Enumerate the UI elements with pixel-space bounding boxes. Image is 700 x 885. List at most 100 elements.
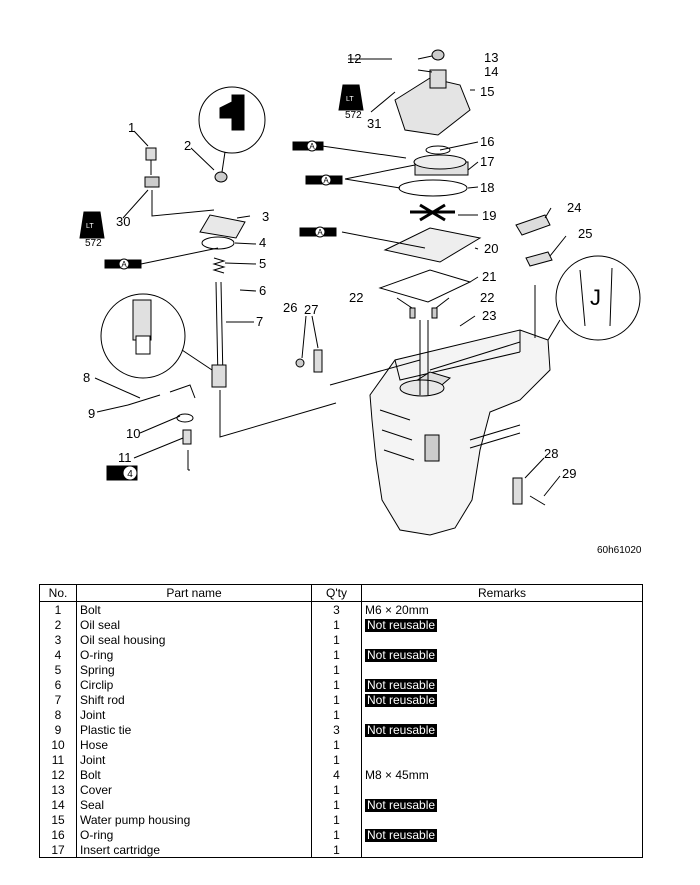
cell-qty: 1 [311, 827, 362, 842]
callout-31: 31 [367, 116, 381, 131]
callout-4: 4 [259, 235, 266, 250]
cell-qty: 1 [311, 647, 362, 662]
exploded-parts-diagram: 1 2 3 4 5 6 7 8 9 10 11 12 13 14 15 16 1… [79, 49, 642, 556]
callout-2: 2 [184, 138, 191, 153]
callout-5: 5 [259, 256, 266, 271]
cell-qty: 1 [311, 632, 362, 647]
cell-no: 4 [39, 647, 77, 662]
cell-remarks [361, 662, 643, 677]
cell-no: 2 [39, 617, 77, 632]
callout-29: 29 [562, 466, 576, 481]
cell-part-name: Spring [76, 662, 312, 677]
callout-8: 8 [83, 370, 90, 385]
callout-26: 26 [283, 300, 297, 315]
grease-a-1: A [309, 142, 315, 151]
cell-remarks: M6 × 20mm [361, 601, 643, 617]
cell-no: 7 [39, 692, 77, 707]
header-no: No. [39, 584, 77, 602]
cell-part-name: Oil seal [76, 617, 312, 632]
cell-remarks: Not reusable [361, 722, 643, 737]
cell-no: 13 [39, 782, 77, 797]
cell-qty: 1 [311, 782, 362, 797]
callout-21: 21 [482, 269, 496, 284]
figure-code: 60h61020 [597, 545, 642, 556]
not-reusable-badge: Not reusable [365, 677, 438, 692]
callout-13: 13 [484, 50, 498, 65]
callout-10: 10 [126, 426, 140, 441]
lt-label-top: LT [346, 96, 354, 103]
cell-no: 17 [39, 842, 77, 858]
shift-rod [215, 281, 224, 381]
callout-25: 25 [578, 226, 592, 241]
cell-part-name: Joint [76, 707, 312, 722]
cell-part-name: Insert cartridge [76, 842, 312, 858]
not-reusable-badge: Not reusable [365, 797, 438, 812]
header-part-name: Part name [76, 584, 312, 602]
header-remarks: Remarks [361, 584, 643, 602]
sealant-4-badge: 4 [127, 469, 133, 480]
callout-17: 17 [480, 154, 494, 169]
callout-23: 23 [482, 308, 496, 323]
callout-19: 19 [482, 208, 496, 223]
cell-no: 3 [39, 632, 77, 647]
cell-remarks: Not reusable [361, 692, 643, 707]
callout-14: 14 [484, 64, 498, 79]
lt-label-left: LT [86, 223, 94, 230]
cell-qty: 1 [311, 662, 362, 677]
callout-15: 15 [480, 84, 494, 99]
cell-no: 5 [39, 662, 77, 677]
cell-remarks [361, 707, 643, 722]
callout-11: 11 [118, 450, 132, 465]
cell-part-name: Circlip [76, 677, 312, 692]
cell-no: 12 [39, 767, 77, 782]
cell-qty: 1 [311, 797, 362, 812]
cell-part-name: Water pump housing [76, 812, 312, 827]
cell-part-name: Seal [76, 797, 312, 812]
cell-qty: 1 [311, 737, 362, 752]
detail-letter-j: J [590, 285, 601, 310]
grease-a-2: A [323, 176, 329, 185]
cell-part-name: Cover [76, 782, 312, 797]
not-reusable-badge: Not reusable [365, 722, 438, 737]
cell-remarks [361, 632, 643, 647]
cell-qty: 1 [311, 677, 362, 692]
table-header-row: No. Part name Q'ty Remarks [39, 584, 643, 602]
not-reusable-badge: Not reusable [365, 617, 438, 632]
cell-remarks: Not reusable [361, 797, 643, 812]
cell-remarks: Not reusable [361, 827, 643, 842]
cell-remarks: M8 × 45mm [361, 767, 643, 782]
cell-qty: 3 [311, 722, 362, 737]
cell-part-name: Bolt [76, 767, 312, 782]
cell-part-name: O-ring [76, 647, 312, 662]
grease-a-3: A [317, 228, 323, 237]
cell-part-name: Oil seal housing [76, 632, 312, 647]
callout-3: 3 [262, 209, 269, 224]
cell-part-name: O-ring [76, 827, 312, 842]
cell-no: 9 [39, 722, 77, 737]
cell-no: 15 [39, 812, 77, 827]
cell-qty: 4 [311, 767, 362, 782]
callout-22b: 22 [480, 290, 494, 305]
cell-qty: 1 [311, 842, 362, 858]
cell-part-name: Joint [76, 752, 312, 767]
cell-remarks [361, 812, 643, 827]
not-reusable-badge: Not reusable [365, 827, 438, 842]
cell-qty: 3 [311, 601, 362, 617]
callout-16: 16 [480, 134, 494, 149]
cell-qty: 1 [311, 812, 362, 827]
cell-no: 16 [39, 827, 77, 842]
callout-1: 1 [128, 120, 135, 135]
cell-part-name: Hose [76, 737, 312, 752]
cell-remarks [361, 842, 643, 858]
